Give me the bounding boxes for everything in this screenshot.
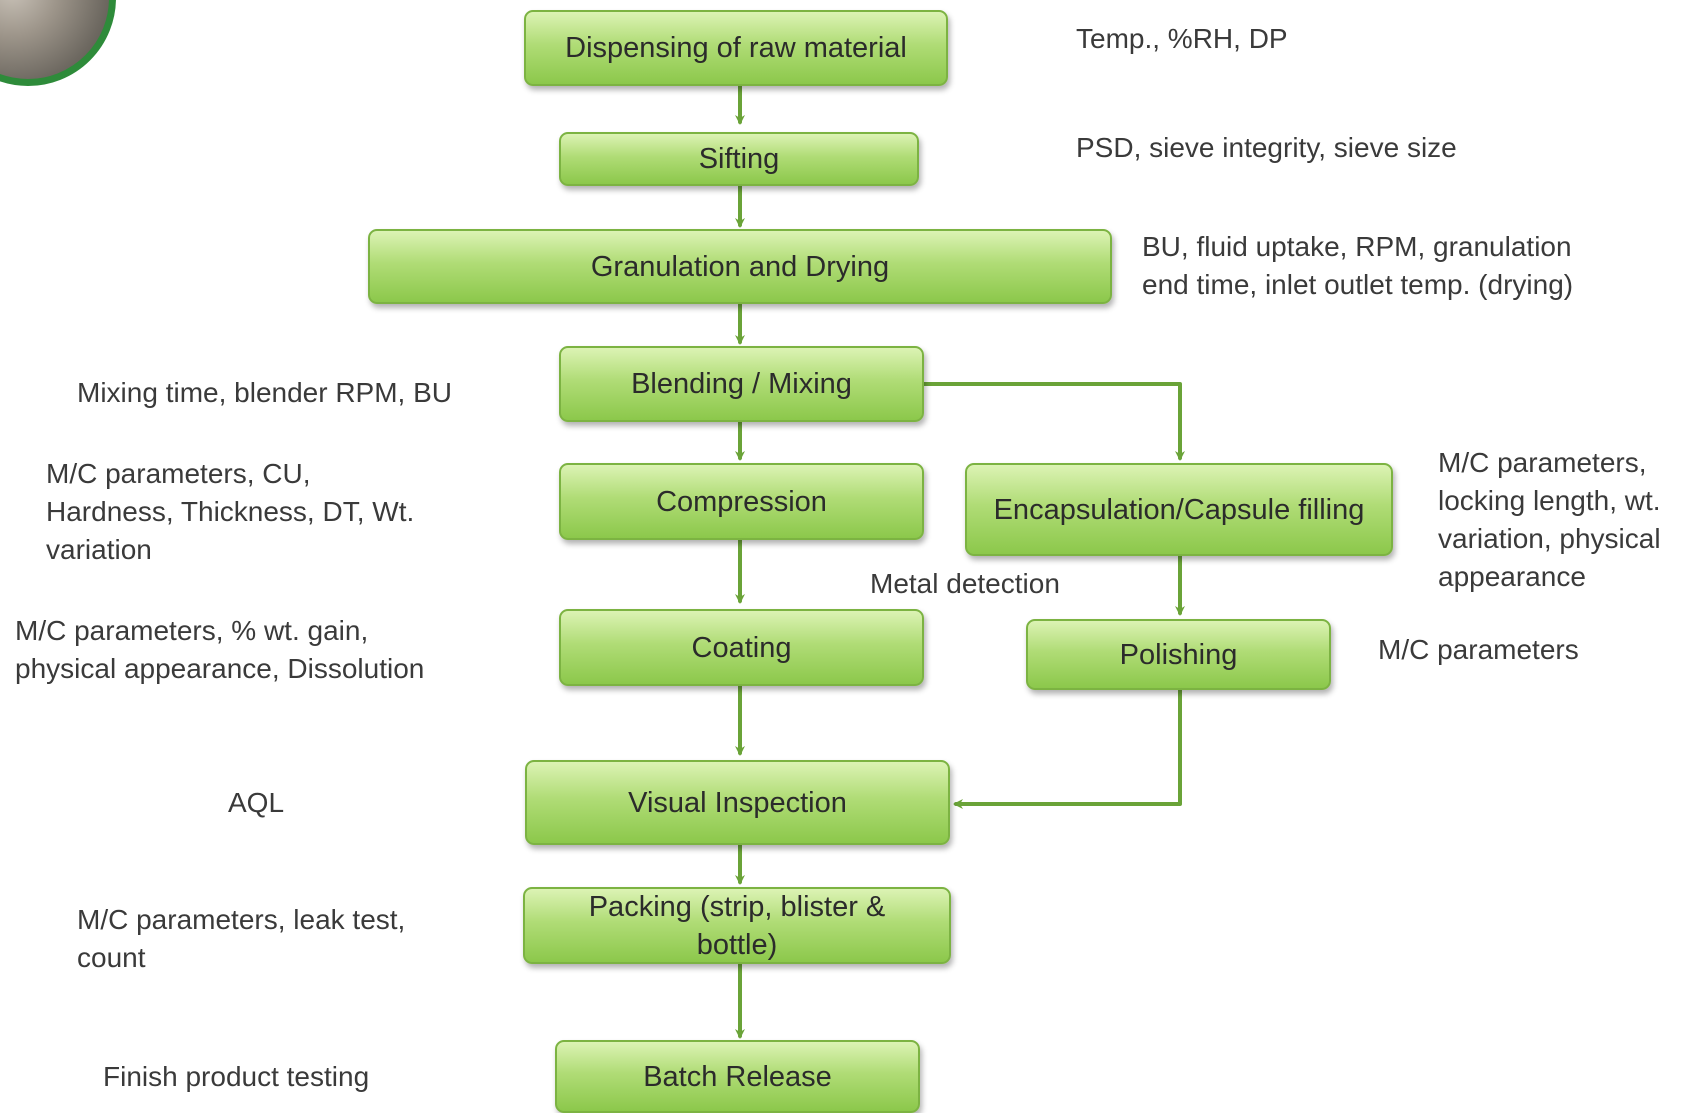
note-compression: M/C parameters, CU, Hardness, Thickness,… xyxy=(46,458,415,565)
step-label: Visual Inspection xyxy=(628,786,847,819)
step-label: Polishing xyxy=(1119,638,1238,671)
note-packing: M/C parameters, leak test, count xyxy=(77,904,406,973)
step-encapsulation: Encapsulation/Capsule filling xyxy=(965,463,1393,556)
step-granulation: Granulation and Drying xyxy=(368,229,1112,304)
note-coating: M/C parameters, % wt. gain, physical app… xyxy=(15,615,425,684)
step-label: Coating xyxy=(691,631,792,664)
note-metal-detection: Metal detection xyxy=(870,568,1060,599)
step-blending: Blending / Mixing xyxy=(559,346,924,422)
step-label: Batch Release xyxy=(643,1060,832,1093)
step-label: Granulation and Drying xyxy=(590,250,890,283)
step-coating: Coating xyxy=(559,609,924,686)
step-label: Encapsulation/Capsule filling xyxy=(993,493,1365,526)
step-batch-release: Batch Release xyxy=(555,1040,920,1113)
step-visual-inspection: Visual Inspection xyxy=(525,760,950,845)
step-compression: Compression xyxy=(559,463,924,540)
step-label: Blending / Mixing xyxy=(631,368,852,400)
note-batch-release: Finish product testing xyxy=(103,1061,370,1092)
step-label: Dispensing of raw material xyxy=(565,32,907,64)
arrow-polishing-visual xyxy=(953,688,1182,809)
step-dispensing: Dispensing of raw material xyxy=(524,10,948,86)
note-granulation: BU, fluid uptake, RPM, granulation end t… xyxy=(1142,231,1574,300)
note-blending: Mixing time, blender RPM, BU xyxy=(77,377,453,408)
step-packing: Packing (strip, blister & bottle) xyxy=(523,887,951,964)
step-sifting: Sifting xyxy=(559,132,919,186)
step-label: Packing (strip, blister & bottle) xyxy=(588,890,886,961)
step-polishing: Polishing xyxy=(1026,619,1331,690)
step-label: Compression xyxy=(656,485,827,518)
arrow-blending-encapsulation xyxy=(921,382,1185,461)
note-encapsulation: M/C parameters, locking length, wt. vari… xyxy=(1438,447,1661,592)
note-visual-inspection: AQL xyxy=(228,787,285,818)
note-polishing: M/C parameters xyxy=(1378,634,1579,665)
step-label: Sifting xyxy=(698,143,780,175)
note-sifting: PSD, sieve integrity, sieve size xyxy=(1076,132,1457,163)
note-dispensing: Temp., %RH, DP xyxy=(1076,23,1288,54)
